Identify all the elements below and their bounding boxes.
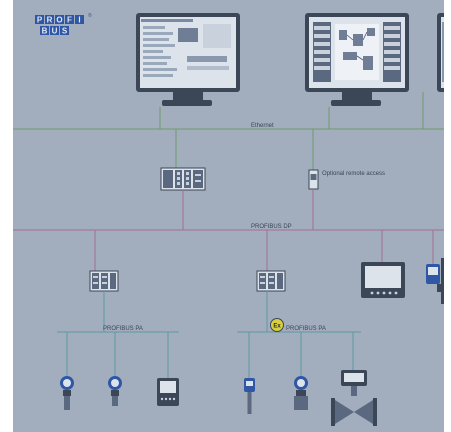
svg-text:O: O [56,16,62,25]
svg-text:P: P [37,16,43,25]
svg-text:U: U [52,27,58,36]
svg-text:I: I [78,16,80,25]
svg-text:S: S [62,27,68,36]
ethernet-label: Ethernet [251,123,274,129]
ex-badge-label: Ex [273,324,281,330]
pressure-transmitter-icon [294,376,308,410]
remote-access-label: Optional remote access [322,171,385,177]
monitor-icon [437,13,444,92]
pressure-transmitter-icon [60,376,74,410]
plc-icon [160,167,206,191]
flowmeter-icon [426,258,444,304]
dp-pa-coupler-icon [89,270,119,292]
valve-positioner-icon [331,370,377,426]
profibus-dp-label: PROFIBUS DP [251,224,292,230]
remote-access-device-icon [308,169,319,190]
temperature-transmitter-icon [244,378,255,414]
display-unit-icon [157,378,179,406]
profibus-pa-left-label: PROFIBUS PA [103,326,143,332]
svg-text:B: B [42,27,48,36]
pressure-transmitter-icon [108,376,122,406]
svg-text:F: F [67,16,72,25]
monitor-icon [305,13,409,106]
monitor-icon [136,13,240,106]
hmi-panel-icon [361,262,405,298]
svg-text:®: ® [88,12,92,19]
ex-badge-icon: Ex [270,318,284,332]
svg-text:R: R [47,16,53,25]
dp-pa-coupler-icon [256,270,286,292]
profibus-pa-right-label: PROFIBUS PA [286,326,326,332]
